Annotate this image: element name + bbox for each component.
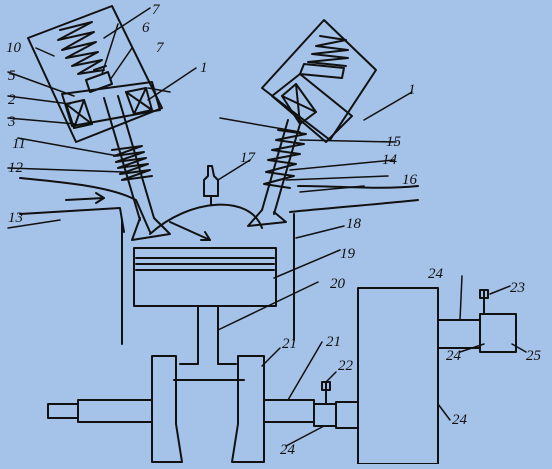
- label-8: 10: [6, 40, 22, 56]
- upper-sensor: [479, 289, 489, 315]
- label-1-left: 1: [200, 60, 208, 76]
- label-21-upper: 23: [510, 280, 525, 296]
- intake-flow-arrow-2: [169, 221, 211, 241]
- left-stem-spring: [111, 145, 153, 181]
- left-valve-spring: [57, 21, 105, 75]
- label-4: 5: [8, 68, 16, 84]
- intake-valve: [131, 217, 171, 241]
- leader-lines: [7, 7, 527, 447]
- label-9: 11: [12, 136, 26, 152]
- label-14: 16: [402, 172, 418, 188]
- label-3: 3: [7, 114, 16, 130]
- left-valve-housing: [27, 5, 163, 143]
- label-25: 25: [526, 348, 542, 364]
- label-11: 13: [8, 210, 23, 226]
- intake-flow-arrow: [65, 192, 105, 204]
- label-5: 6: [142, 20, 150, 36]
- right-shaft: [437, 313, 517, 353]
- right-stem-spring: [263, 129, 307, 189]
- right-cam-follower: [271, 73, 353, 143]
- label-21-lower: 22: [338, 358, 354, 374]
- crank-webs: [151, 355, 265, 463]
- right-spring-retainer: [299, 63, 345, 79]
- label-23: 24: [428, 266, 444, 282]
- label-13: 15: [386, 134, 402, 150]
- left-cam-follower: [61, 81, 161, 129]
- label-17: 19: [340, 246, 356, 262]
- label-7: 7: [152, 2, 161, 18]
- flywheel-housing: [357, 287, 439, 465]
- label-15: 17: [240, 150, 257, 166]
- label-2: 2: [8, 92, 16, 108]
- cylinder-block: [121, 213, 295, 345]
- label-24-lower: 24: [280, 442, 296, 458]
- exhaust-valve: [247, 209, 287, 227]
- label-22: 24: [452, 412, 468, 428]
- label-1-right: 1: [408, 82, 416, 98]
- crankshaft: [47, 399, 359, 429]
- label-19: 21: [282, 336, 297, 352]
- label-16: 18: [346, 216, 362, 232]
- label-24-upper: 24: [446, 348, 462, 364]
- label-18: 20: [330, 276, 346, 292]
- label-6: 7: [156, 40, 165, 56]
- piston: [133, 247, 277, 307]
- spark-plug: [203, 165, 219, 205]
- right-valve-spring: [307, 35, 349, 67]
- label-12: 14: [382, 152, 398, 168]
- lower-sensor: [321, 381, 331, 405]
- label-20: 21: [326, 334, 341, 350]
- connecting-rod: [173, 305, 245, 381]
- right-valve-stem: [261, 119, 301, 215]
- label-10: 12: [8, 160, 24, 176]
- right-valve-housing: [261, 19, 377, 141]
- part-labels: 7 6 7 10 1 5 2 3 11 12 13 1 15 14 16 17 …: [6, 2, 542, 458]
